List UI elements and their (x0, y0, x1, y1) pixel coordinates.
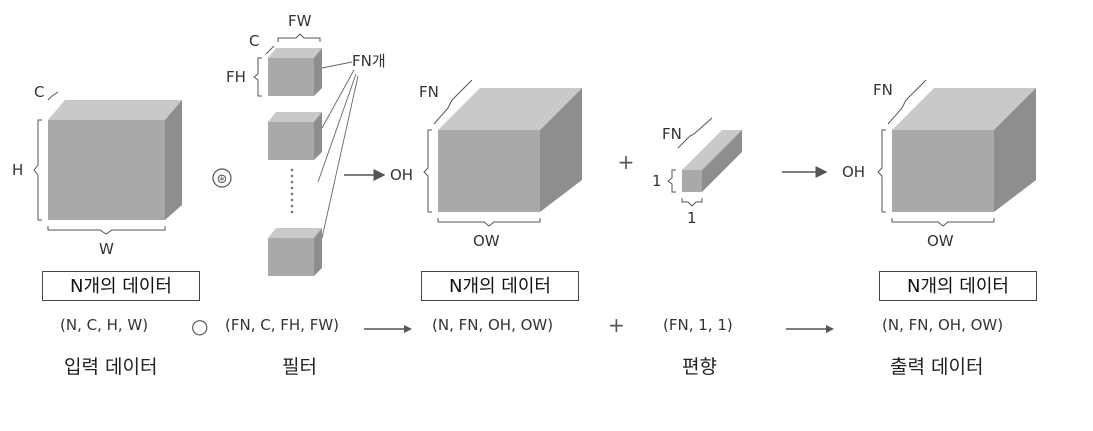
bias-shape: (FN, 1, 1) (663, 316, 733, 334)
input-name: 입력 데이터 (64, 356, 158, 378)
input-channel-label: C (34, 83, 44, 101)
bias-channel-label: FN (662, 125, 682, 143)
bias-cube (682, 130, 742, 192)
filter-count-label: FN개 (352, 52, 386, 70)
conv-result-width-label: OW (473, 232, 500, 250)
input-width-label: W (99, 240, 114, 258)
filter-cube-n (268, 228, 322, 276)
conv-result-dimension-brackets (423, 79, 541, 227)
filter-channel-label: C (249, 32, 259, 50)
output-shape: (N, FN, OH, OW) (882, 316, 1004, 334)
output-name: 출력 데이터 (890, 356, 984, 378)
input-data-cube (48, 100, 182, 220)
input-batch-box: N개의 데이터 (42, 271, 200, 301)
conv-result-shape: (N, FN, OH, OW) (432, 316, 554, 334)
filter-dimension-brackets (253, 33, 321, 97)
output-channel-label: FN (873, 81, 893, 99)
output-cube (892, 88, 1036, 212)
bias-name: 편향 (682, 356, 717, 378)
filter-cube-2 (268, 112, 322, 160)
convolution-operator-icon (212, 168, 232, 188)
input-dimension-brackets (33, 91, 166, 235)
arrow-bottom-1 (364, 325, 412, 333)
plus-operator-bottom: + (608, 313, 625, 337)
output-width-label: OW (927, 232, 954, 250)
filter-width-label: FW (288, 12, 312, 30)
bias-width-label: 1 (687, 209, 697, 227)
arrow-bottom-2 (786, 325, 834, 333)
filter-name: 필터 (282, 356, 317, 378)
conv-result-cube (438, 88, 582, 212)
bias-dimension-brackets (667, 117, 713, 207)
output-dimension-brackets (877, 79, 995, 227)
conv-result-batch-box: N개의 데이터 (421, 271, 579, 301)
filter-height-label: FH (226, 68, 246, 86)
output-batch-box: N개의 데이터 (879, 271, 1037, 301)
filter-ellipsis-dots (290, 168, 294, 214)
filter-shape: (FN, C, FH, FW) (225, 316, 340, 334)
conv-result-channel-label: FN (419, 83, 439, 101)
convolution-operator-star: ⊛ (217, 172, 228, 187)
filter-count-lines (317, 61, 359, 239)
input-shape: (N, C, H, W) (60, 316, 149, 334)
conv-result-height-label: OH (390, 166, 413, 184)
output-height-label: OH (842, 163, 865, 181)
bias-height-label: 1 (652, 172, 662, 190)
plus-operator-top: + (618, 150, 635, 174)
input-height-label: H (12, 161, 23, 179)
filter-cube-1 (268, 48, 322, 96)
convolution-operator-bottom: ○ (191, 314, 209, 338)
